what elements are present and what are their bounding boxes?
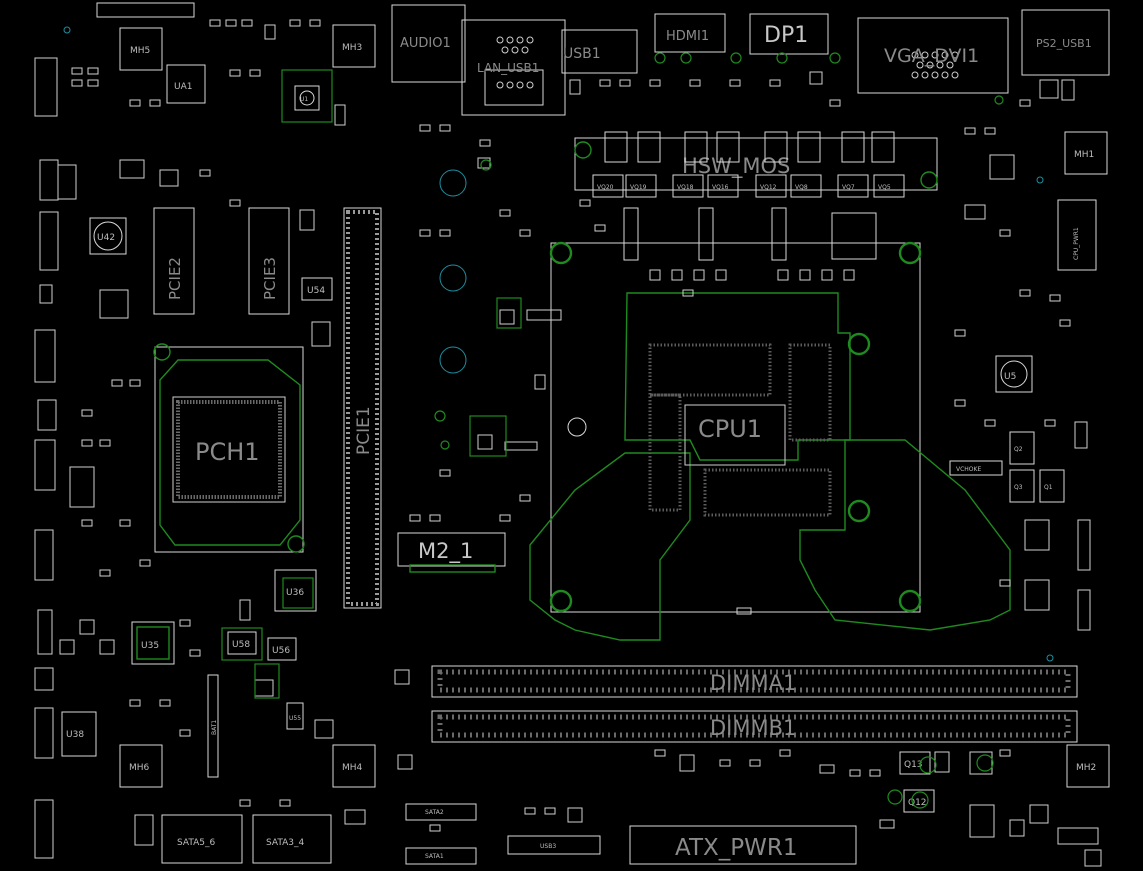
mos-vq8: VQ8 — [795, 184, 808, 191]
ics: UA1 U1 U42 U54 U5 U35 U38 U36 U58 U56 U5… — [61, 64, 1033, 778]
mos-vq16: VQ16 — [712, 184, 729, 191]
m2-slot: M2_1 — [397, 532, 506, 573]
usb1-connector — [561, 29, 638, 74]
pch-chip: PCH1 — [153, 343, 305, 553]
audio-connector — [391, 4, 466, 83]
u38-label: U38 — [66, 730, 84, 740]
q2-label: Q2 — [1014, 446, 1023, 453]
cpu-power: CPU_PWR1 — [1057, 199, 1097, 271]
dp-connector — [749, 13, 829, 55]
vchoke-label: VCHOKE — [956, 466, 981, 473]
mos-vq18: VQ18 — [677, 184, 694, 191]
mos-vq20: VQ20 — [597, 184, 614, 191]
q1-label: Q1 — [1044, 484, 1053, 491]
q12-label: Q12 — [908, 798, 927, 808]
mount-holes: MH5 MH3 MH1 MH6 MH4 MH2 — [119, 24, 1110, 788]
pcie-slots: PCIE2 PCIE3 PCIE1 — [153, 207, 382, 609]
top-edge-connectors: AUDIO1 LAN_USB1 USB1 HDMI1 DP1 VGA_DVI1 … — [96, 2, 1110, 116]
audio-label: AUDIO1 — [400, 36, 451, 51]
sata34-label: SATA3_4 — [266, 838, 305, 848]
u36-label: U36 — [286, 588, 304, 598]
mh1-label: MH1 — [1074, 150, 1094, 160]
cpu-socket: CPU1 — [529, 241, 1011, 641]
lan-usb-connector — [461, 19, 566, 116]
green-pads — [221, 52, 1004, 809]
pcie3-label: PCIE3 — [261, 257, 279, 300]
mh3-label: MH3 — [342, 43, 362, 53]
via-holes — [63, 26, 1054, 662]
atx-label: ATX_PWR1 — [675, 835, 797, 861]
transistors: Q2 Q3 Q1 Q13 Q12 VCHOKE — [899, 431, 1065, 813]
bottom-connectors: ATX_PWR1 SATA5_6 SATA3_4 SATA2 SATA1 USB… — [161, 803, 857, 865]
u54-label: U54 — [307, 286, 325, 296]
sata56-label: SATA5_6 — [177, 838, 216, 848]
dimma-label: DIMMA1 — [710, 671, 796, 695]
mh5-label: MH5 — [130, 46, 150, 56]
u58-label: U58 — [232, 640, 250, 650]
u55-label: U55 — [289, 715, 301, 722]
vga-label: VGA_DVI1 — [884, 45, 979, 67]
ua1-label: UA1 — [174, 82, 192, 92]
ps2-usb-connector — [1021, 9, 1110, 76]
q3-label: Q3 — [1014, 484, 1023, 491]
mos-vq5: VQ5 — [878, 184, 891, 191]
q13-label: Q13 — [904, 760, 923, 770]
ps2-label: PS2_USB1 — [1036, 37, 1092, 50]
cpu-pwr-label: CPU_PWR1 — [1073, 227, 1080, 260]
dimmb-label: DIMMB1 — [710, 716, 796, 740]
mh4-label: MH4 — [342, 763, 363, 773]
lan-usb-label: LAN_USB1 — [477, 61, 539, 75]
pcie1-label: PCIE1 — [354, 406, 374, 455]
cpu-label: CPU1 — [698, 415, 762, 443]
u42-label: U42 — [97, 233, 115, 243]
vrm-mosfets: HSW_MOS VQ20 VQ19 VQ18 VQ16 VQ12 VQ8 VQ7… — [574, 131, 938, 261]
dp-label: DP1 — [764, 23, 808, 48]
hdmi-label: HDMI1 — [666, 29, 709, 44]
bat-label: BAT1 — [211, 720, 218, 735]
pcie2-label: PCIE2 — [166, 257, 184, 300]
u35-label: U35 — [141, 641, 159, 651]
mos-vq12: VQ12 — [760, 184, 777, 191]
mh6-label: MH6 — [129, 763, 150, 773]
m2-label: M2_1 — [418, 539, 473, 564]
vga-dvi-connector — [857, 17, 1009, 94]
u56-label: U56 — [272, 646, 290, 656]
pch-label: PCH1 — [195, 438, 260, 466]
sata1-label: SATA1 — [425, 853, 444, 860]
mh2-label: MH2 — [1076, 763, 1096, 773]
dimm-slots: DIMMA1 DIMMB1 — [431, 665, 1078, 743]
usb3-label: USB3 — [540, 843, 556, 850]
hdmi-connector — [654, 13, 726, 53]
usb1-label: USB1 — [563, 46, 601, 62]
u5-label: U5 — [1004, 372, 1016, 382]
mos-vq7: VQ7 — [842, 184, 855, 191]
sata2-label: SATA2 — [425, 809, 444, 816]
u1-label: U1 — [300, 96, 308, 103]
mos-vq19: VQ19 — [630, 184, 647, 191]
smd-components — [34, 19, 1102, 867]
